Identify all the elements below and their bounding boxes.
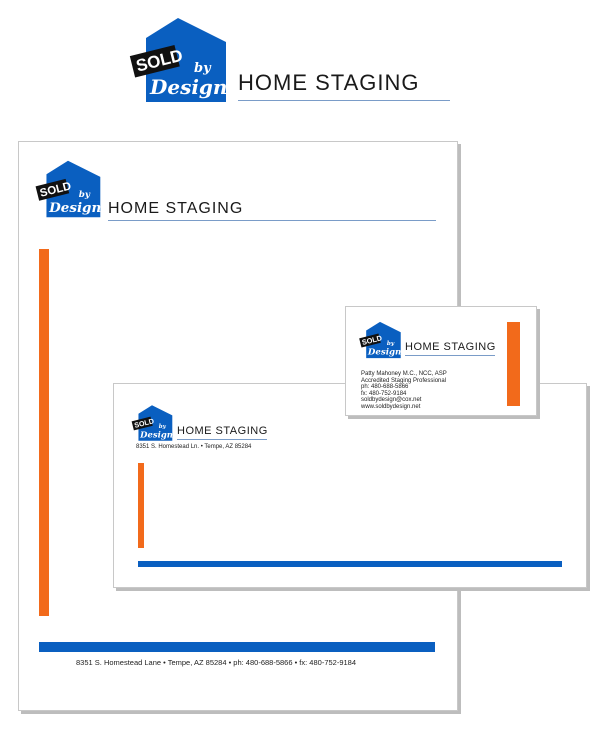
logo-by-text: by <box>194 61 212 76</box>
business-card-logo: SOLD by Design <box>359 321 401 359</box>
card-name: Patty Mahoney M.C., NCC, ASP <box>361 371 447 377</box>
envelope-address: 8351 S. Homestead Ln. • Tempe, AZ 85284 <box>136 444 252 450</box>
envelope-sheet <box>113 383 587 588</box>
letterhead-footer: 8351 S. Homestead Lane • Tempe, AZ 85284… <box>76 658 357 667</box>
svg-text:Design: Design <box>367 348 401 358</box>
envelope-logo: SOLD by Design <box>131 405 173 441</box>
envelope-tagline: HOME STAGING <box>177 425 268 437</box>
svg-text:by: by <box>79 190 91 200</box>
card-title: Accredited Staging Professional <box>361 377 447 384</box>
svg-text:by: by <box>387 341 395 347</box>
business-card-tagline-rule <box>405 355 495 356</box>
letterhead-tagline-rule <box>108 220 436 221</box>
letterhead-orange-bar <box>39 249 49 616</box>
main-logo: SOLD by Design <box>129 18 227 102</box>
envelope-tagline-rule <box>177 439 267 440</box>
business-card-orange-bar <box>507 322 520 406</box>
svg-text:Design: Design <box>139 429 173 439</box>
main-tagline-rule <box>238 100 450 101</box>
letterhead-blue-bar <box>39 642 435 652</box>
business-card-tagline: HOME STAGING <box>405 341 496 353</box>
envelope-blue-bar <box>138 561 562 567</box>
svg-text:Design: Design <box>48 200 101 216</box>
envelope-orange-bar <box>138 463 144 548</box>
logo-design-text: Design <box>149 75 227 99</box>
card-phone: ph: 480-688-5866 <box>361 384 409 390</box>
card-website: www.soldbydesign.net <box>361 403 421 410</box>
card-email: soldbydesign@cox.net <box>361 397 422 403</box>
business-card-details: Patty Mahoney M.C., NCC, ASP Accredited … <box>361 371 447 410</box>
letterhead-logo: SOLD by Design <box>35 160 101 218</box>
svg-text:by: by <box>159 424 167 430</box>
main-tagline: HOME STAGING <box>238 70 420 95</box>
letterhead-tagline: HOME STAGING <box>108 200 244 217</box>
card-fax: fx: 480-752-9184 <box>361 390 407 397</box>
